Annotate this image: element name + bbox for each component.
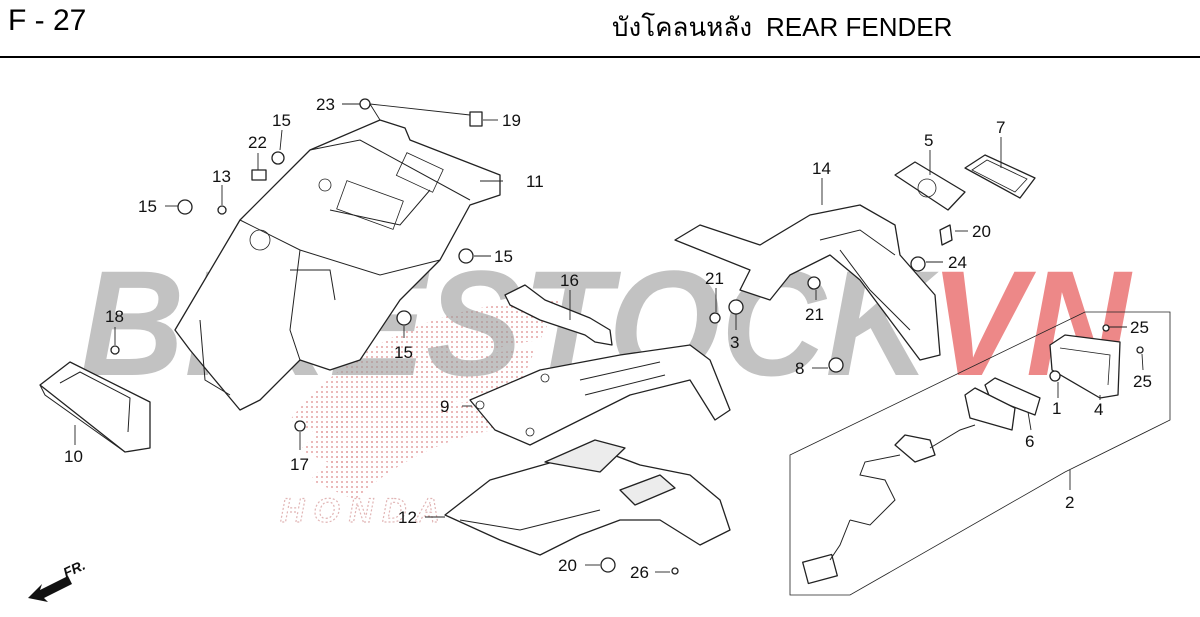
callout-26: 26 — [630, 563, 649, 582]
callout-18: 20 — [558, 556, 577, 575]
leader-lines — [74, 103, 1144, 573]
fasteners — [110, 98, 1144, 575]
callout-21b: 21 — [805, 305, 824, 324]
callout-24: 24 — [948, 253, 967, 272]
callout-1: 1 — [1052, 399, 1061, 418]
part-9-bracket — [469, 344, 731, 446]
callout-14: 14 — [812, 159, 831, 178]
callout-19: 18 — [105, 307, 124, 326]
part-11-seat-tray — [174, 119, 501, 411]
callout-11: 11 — [526, 172, 544, 191]
callout-5: 5 — [924, 131, 933, 150]
callouts: 23 19 15 22 11 13 15 15 15 18 10 17 16 9… — [64, 95, 1152, 582]
callout-13: 13 — [212, 167, 231, 186]
part-5-gasket — [894, 161, 966, 211]
callout-10: 10 — [64, 447, 83, 466]
callout-27: 23 — [316, 95, 335, 114]
callout-25a: 25 — [1130, 318, 1149, 337]
callout-23: 19 — [502, 111, 521, 130]
callout-12: 12 — [398, 508, 417, 527]
title-english: REAR FENDER — [766, 12, 953, 42]
front-direction-arrow: FR. — [28, 557, 88, 602]
callout-15b: 15 — [138, 197, 157, 216]
part-14-rear-fender — [674, 204, 941, 361]
header-divider — [0, 56, 1200, 58]
callout-9: 9 — [440, 397, 449, 416]
part-12-lower-fender — [444, 439, 731, 556]
callout-25b: 25 — [1133, 372, 1152, 391]
callout-3: 3 — [730, 333, 739, 352]
callout-15a: 15 — [272, 111, 291, 130]
page-code: F - 27 — [8, 4, 87, 37]
part-7-reflector — [964, 154, 1036, 199]
front-direction-label: FR. — [61, 557, 88, 581]
callout-6: 6 — [1025, 432, 1034, 451]
callout-22: 22 — [248, 133, 267, 152]
callout-20: 20 — [972, 222, 991, 241]
callout-8: 8 — [795, 359, 804, 378]
page-title: บังโคลนหลัง REAR FENDER — [612, 7, 952, 48]
callout-7: 7 — [996, 118, 1005, 137]
part-4-lens — [1049, 334, 1121, 399]
part-2-license-light-assembly — [789, 311, 1171, 596]
part-16-stay — [504, 284, 613, 346]
callout-2: 2 — [1065, 493, 1074, 512]
callout-21a: 21 — [705, 269, 724, 288]
title-thai: บังโคลนหลัง — [612, 12, 753, 42]
callout-17: 17 — [290, 455, 309, 474]
callout-15d: 15 — [394, 343, 413, 362]
part-10-plate — [39, 361, 151, 453]
callout-15c: 15 — [494, 247, 513, 266]
callout-16: 16 — [560, 271, 579, 290]
callout-4: 4 — [1094, 400, 1103, 419]
